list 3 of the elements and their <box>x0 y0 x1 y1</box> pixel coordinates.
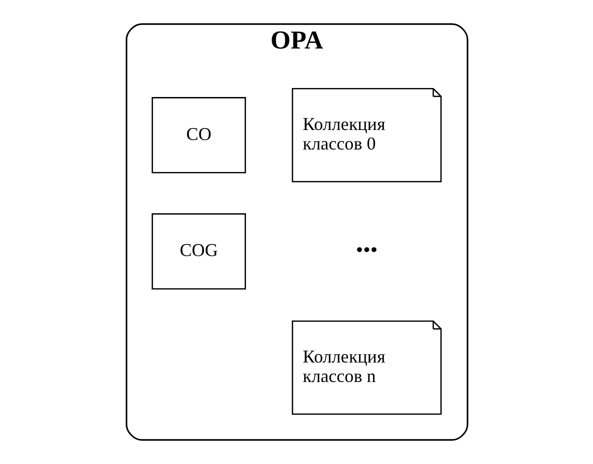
node-box: CO <box>151 97 246 174</box>
label: ••• <box>355 239 378 262</box>
node-box: COG <box>151 213 246 290</box>
